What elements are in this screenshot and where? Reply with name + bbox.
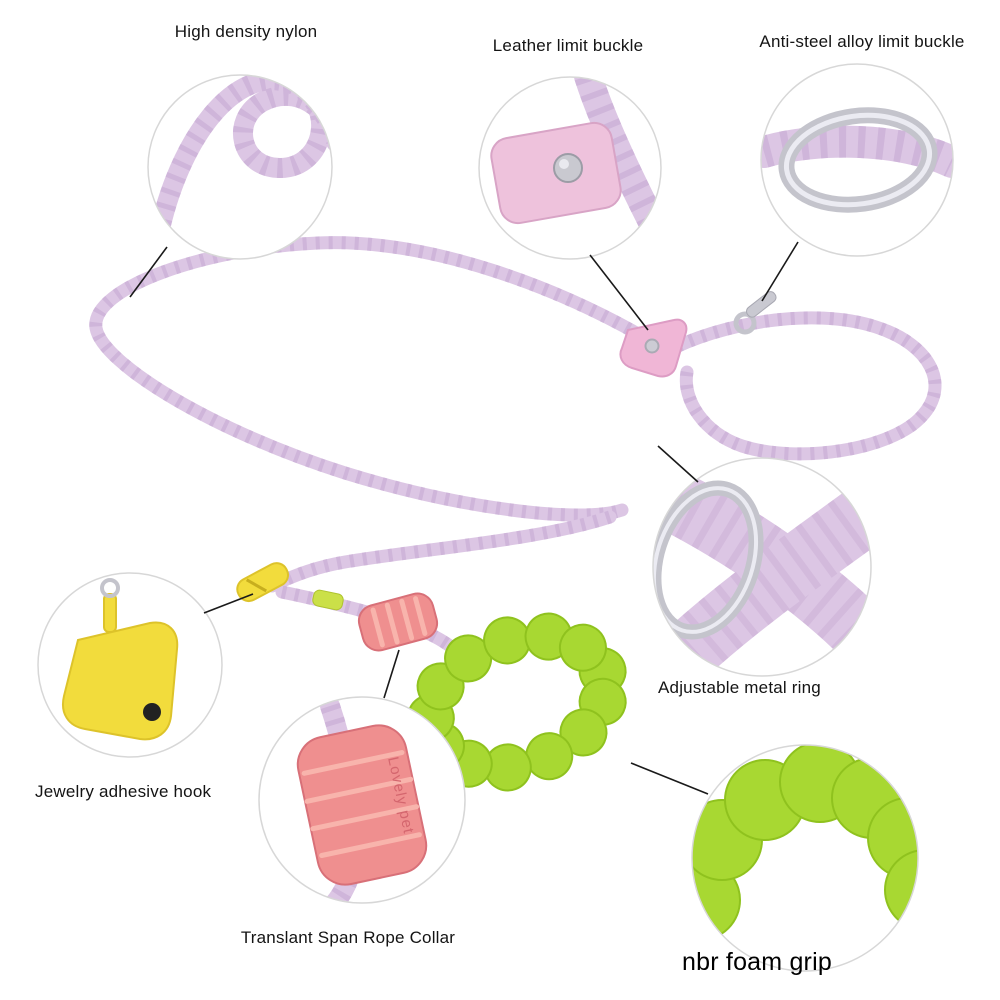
annotation-nbr-foam-grip: nbr foam grip xyxy=(682,948,832,976)
rope-sleeve xyxy=(312,589,344,611)
limit-clip xyxy=(619,318,688,378)
line-metal-ring xyxy=(657,445,699,483)
rope-collar-grip xyxy=(357,592,439,652)
line-metal-buckle xyxy=(761,241,799,302)
annotation-leather-limit-buckle: Leather limit buckle xyxy=(492,36,644,55)
line-leather-buckle xyxy=(589,254,649,331)
annotation-high-density-nylon: High density nylon xyxy=(174,22,318,41)
callout-nylon-detail xyxy=(147,74,333,260)
callout-collar-detail: Lovely pet xyxy=(258,696,466,904)
callout-foam-grip-detail xyxy=(691,744,919,972)
annotation-anti-steel-alloy-limit-buckle: Anti-steel alloy limit buckle xyxy=(759,32,965,51)
callout-pouch-detail xyxy=(37,572,223,758)
callout-leather-buckle-detail xyxy=(478,76,662,260)
line-collar xyxy=(383,649,400,699)
callout-metal-ring-detail xyxy=(652,457,872,677)
callout-lines xyxy=(129,241,799,795)
annotation-translant-span-rope-collar: Translant Span Rope Collar xyxy=(240,928,456,947)
line-nylon xyxy=(129,246,168,298)
line-pouch xyxy=(203,593,254,614)
line-foam-grip xyxy=(630,762,709,795)
annotation-adjustable-metal-ring: Adjustable metal ring xyxy=(658,678,821,697)
jewelry-hook xyxy=(236,562,290,603)
snap-hook xyxy=(733,291,777,335)
callout-metal-buckle-detail xyxy=(760,63,954,257)
annotation-jewelry-adhesive-hook: Jewelry adhesive hook xyxy=(35,782,212,801)
